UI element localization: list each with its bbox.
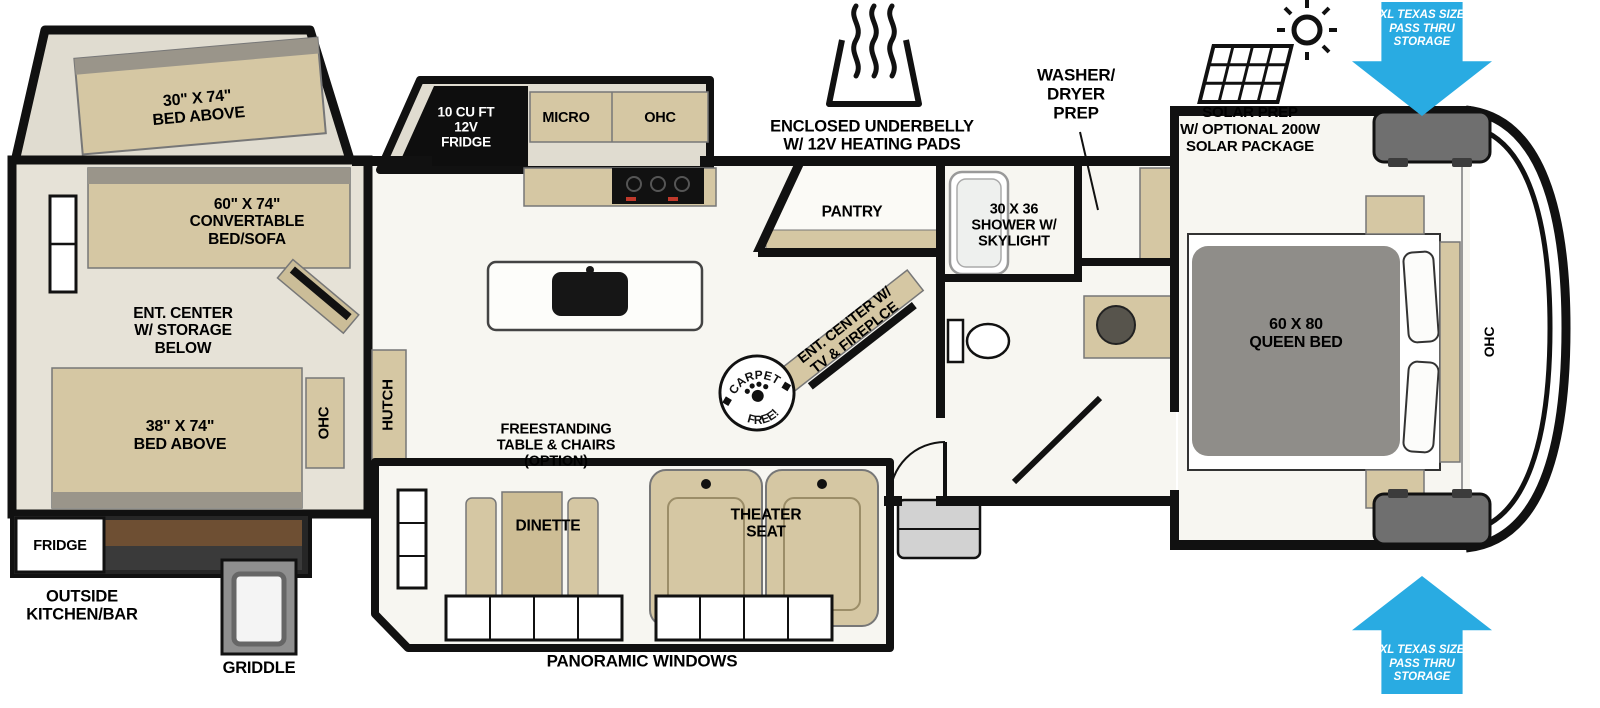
washer-dryer-pointer-line: [1079, 131, 1099, 211]
label-convertible-bed: 60" X 74" CONVERTABLE BED/SOFA: [189, 195, 305, 248]
hutch-cabinet: [371, 349, 407, 461]
bottom-slide: [371, 458, 894, 652]
label-fridge-12v: 10 CU FT 12V FRIDGE: [437, 104, 495, 150]
pass-thru-top-label: XL TEXAS SIZE PASS THRU STORAGE: [1379, 9, 1465, 49]
label-pantry: PANTRY: [821, 203, 883, 221]
toilet-tank: [946, 318, 965, 364]
solar-panel-icon: [1197, 0, 1337, 104]
window: [396, 488, 428, 590]
label-bed-above-38: 38" X 74" BED ABOVE: [133, 418, 227, 453]
label-washer-dryer: WASHER/ DRYER PREP: [1037, 65, 1115, 123]
walls: [352, 106, 1471, 550]
bed-38: [51, 367, 303, 509]
label-outside-fridge: FRIDGE: [33, 537, 87, 554]
label-dinette: DINETTE: [515, 517, 581, 535]
label-ohc-kitchen: OHC: [644, 109, 676, 126]
label-ent-center-storage: ENT. CENTER W/ STORAGE BELOW: [133, 304, 233, 357]
label-underbelly: ENCLOSED UNDERBELLY W/ 12V HEATING PADS: [770, 117, 974, 154]
kitchen-island: [486, 260, 704, 332]
label-panoramic-windows: PANORAMIC WINDOWS: [546, 651, 738, 671]
pass-thru-storage-top: [1372, 110, 1492, 167]
toilet-bowl: [965, 322, 1011, 360]
outside-kitchen: [10, 512, 312, 656]
label-ohc-bunkroom: OHC: [315, 406, 333, 440]
label-griddle: GRIDDLE: [222, 658, 296, 677]
pillow: [1402, 250, 1440, 344]
pillow: [1402, 360, 1440, 454]
queen-mattress: [1192, 246, 1400, 456]
cooktop: [612, 168, 704, 204]
sun-icon: [1291, 14, 1323, 46]
paw-icon: [751, 389, 764, 402]
micro-ohc-cabinet: [529, 91, 709, 143]
bathroom: [946, 167, 1175, 485]
vanity-sink: [1096, 305, 1136, 345]
label-outside-kitchen-bar: OUTSIDE KITCHEN/BAR: [26, 587, 138, 624]
front-cap-inner: [1465, 123, 1553, 535]
bunk-room: [7, 155, 373, 519]
label-theater-seat: THEATER SEAT: [730, 506, 802, 541]
ohc-cabinet: [305, 377, 345, 469]
bedroom-door: [1011, 395, 1103, 485]
headboard: [1439, 241, 1461, 463]
nightstand: [1365, 195, 1425, 235]
front-cap-outer: [1465, 105, 1571, 553]
label-micro: MICRO: [542, 109, 590, 126]
sink: [552, 272, 628, 316]
convertible-sofa: [87, 167, 351, 269]
label-hutch: HUTCH: [379, 379, 397, 431]
fridge-12v: [398, 86, 528, 166]
pass-thru-storage-bottom: [1372, 489, 1492, 546]
label-freestanding-table: FREESTANDING TABLE & CHAIRS (OPTION): [496, 421, 616, 471]
kitchen-slide: [376, 76, 714, 174]
washer-dryer-closet-shelf: [1139, 167, 1175, 261]
label-ohc-bedroom: OHC: [1481, 326, 1498, 358]
label-queen-bed: 60 X 80 QUEEN BED: [1249, 316, 1343, 351]
outside-fridge: [14, 516, 106, 574]
label-shower: 30 X 36 SHOWER W/ SKYLIGHT: [971, 201, 1057, 251]
heating-pads-icon: [826, 3, 922, 107]
garage-tv: [276, 258, 360, 335]
kitchen-counter: [523, 167, 717, 207]
label-solar: SOLAR PREP W/ OPTIONAL 200W SOLAR PACKAG…: [1180, 103, 1320, 155]
pass-thru-bottom-label: XL TEXAS SIZE PASS THRU STORAGE: [1379, 644, 1465, 684]
